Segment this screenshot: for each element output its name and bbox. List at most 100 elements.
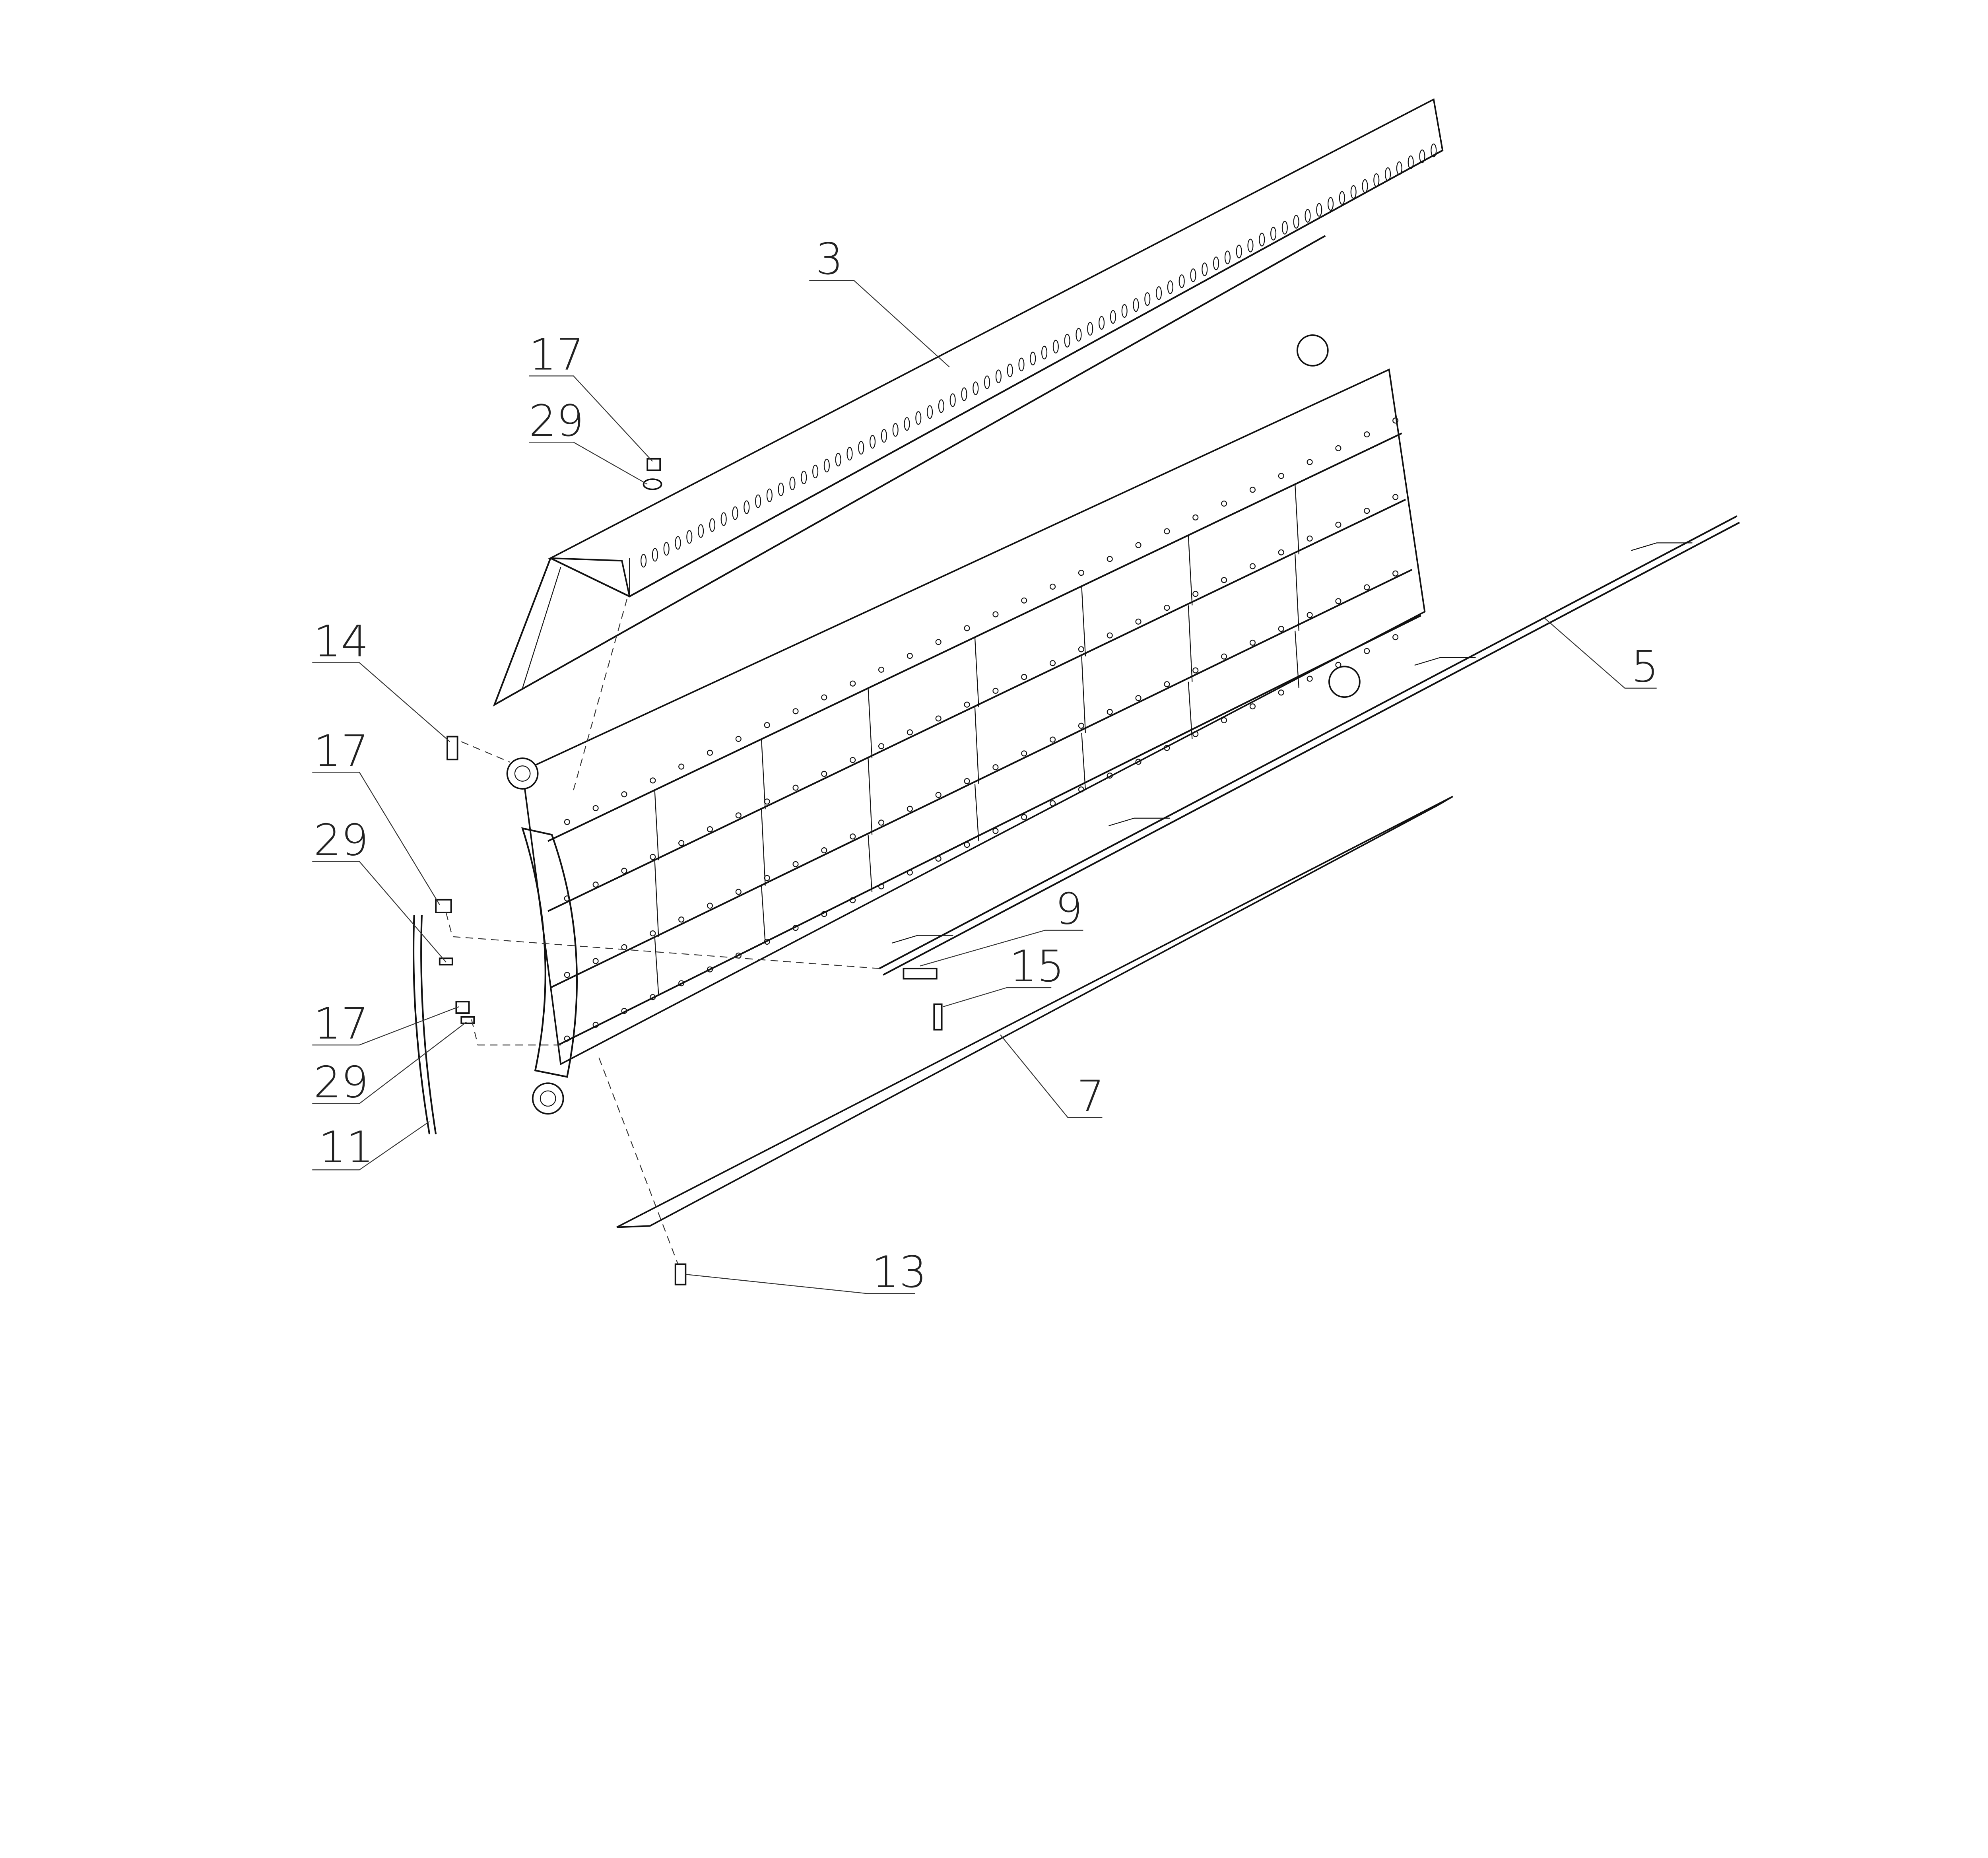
frame-hole	[1249, 487, 1256, 493]
frame-hole	[907, 806, 913, 812]
frame-hole	[1307, 459, 1313, 465]
frame-hole	[1307, 535, 1313, 542]
callout-7: 7	[1000, 1034, 1105, 1122]
cover-slot	[1178, 274, 1185, 288]
frame-hole	[735, 812, 742, 819]
cover-slot	[1305, 209, 1311, 223]
frame-hole	[735, 889, 742, 895]
callout-label: 11	[318, 1122, 374, 1173]
cover-slot	[823, 458, 830, 473]
frame-hole	[1249, 563, 1256, 569]
cover-slot	[858, 441, 864, 455]
frame-hole	[964, 778, 970, 784]
cover-slot	[835, 452, 841, 467]
frame-hole	[792, 861, 799, 867]
frame-hole	[1107, 556, 1113, 562]
callout-17-top: 17	[529, 329, 653, 462]
cover-slot	[1259, 233, 1265, 247]
frame-hole	[878, 743, 885, 749]
frame-hole	[1192, 591, 1199, 597]
callout-label: 7	[1077, 1071, 1104, 1122]
frame-hole	[1335, 445, 1342, 451]
frame-hole	[821, 694, 827, 701]
frame-hole	[1392, 494, 1399, 500]
frame-hole	[592, 881, 599, 888]
frame-hole	[1107, 709, 1113, 715]
frame-holes	[564, 417, 1399, 1042]
frame-hole	[1021, 674, 1027, 680]
cover-slot	[744, 500, 750, 514]
frame-hole	[592, 805, 599, 812]
cover-slot	[652, 548, 658, 562]
frame-hole	[992, 611, 999, 617]
cover-slot	[1339, 191, 1345, 205]
frame-hole	[764, 875, 770, 881]
cover-slot	[686, 530, 693, 544]
frame-hole	[564, 1035, 570, 1042]
frame-hole	[764, 722, 770, 728]
frame-hole	[935, 715, 942, 722]
frame-hole	[1050, 583, 1056, 590]
callout-17-mid: 17	[312, 726, 440, 905]
frame-hole	[764, 938, 770, 945]
callout-14: 14	[312, 616, 450, 742]
callout-label: 29	[529, 396, 584, 446]
cover-slot	[1431, 144, 1437, 157]
cover-slot	[675, 536, 681, 550]
part-11-strip	[412, 915, 437, 1134]
frame-hole	[1164, 681, 1170, 687]
cover-slot	[1247, 239, 1254, 252]
frame-hole	[1335, 522, 1342, 528]
frame-rib	[1081, 586, 1086, 656]
frame-hole	[1335, 598, 1342, 604]
exploded-assembly-diagram: 3 17 29 14 17 29 17 29 11 9 15 5 7 13	[312, 98, 1740, 1297]
frame-rib	[761, 809, 766, 886]
frame-hole	[678, 980, 685, 986]
frame-hole	[1164, 528, 1170, 534]
frame-rib	[761, 739, 766, 810]
frame-hole	[707, 903, 713, 909]
callout-3: 3	[809, 234, 950, 367]
frame-rib	[761, 885, 766, 943]
frame-hole	[707, 826, 713, 833]
frame-hole	[621, 1008, 627, 1014]
cover-slot	[984, 375, 990, 389]
frame-hole	[1364, 508, 1370, 514]
frame-hole	[564, 972, 570, 978]
cover-slot	[1190, 268, 1196, 282]
frame-rib	[1188, 681, 1193, 740]
frame-hole	[821, 771, 827, 777]
frame-hole	[735, 736, 742, 742]
frame-hole	[1164, 604, 1170, 611]
cover-slot	[1328, 197, 1334, 211]
cover-slot	[995, 369, 1002, 383]
cover-slot	[1052, 340, 1059, 353]
frame-hole	[1192, 667, 1199, 674]
cover-slot	[961, 387, 967, 401]
cover-slot	[870, 435, 876, 449]
frame-hole	[707, 966, 713, 973]
frame-hole	[1078, 786, 1084, 793]
frame-hole	[850, 680, 856, 687]
cover-slot	[698, 524, 704, 538]
cover-slot	[1385, 167, 1391, 181]
cover-slot	[801, 470, 807, 485]
cover-slot	[881, 429, 887, 443]
frame-hole	[1278, 689, 1284, 696]
frame-hole	[1192, 514, 1199, 520]
frame-hole	[792, 708, 799, 714]
frame-rib	[1295, 484, 1299, 555]
frame-hole	[621, 791, 627, 798]
cover-slot	[846, 447, 853, 461]
callout-29-low: 29	[312, 1021, 467, 1108]
callout-label: 29	[313, 1057, 369, 1108]
cover-slot	[812, 464, 819, 479]
frame-hole	[935, 639, 942, 645]
cover-slot	[1030, 351, 1036, 365]
cover-slot	[732, 506, 738, 520]
callout-label: 14	[313, 616, 369, 667]
frame-hole	[1249, 703, 1256, 710]
cover-slot	[949, 393, 956, 407]
frame-hole	[1364, 584, 1370, 590]
cover-slot	[766, 488, 773, 502]
